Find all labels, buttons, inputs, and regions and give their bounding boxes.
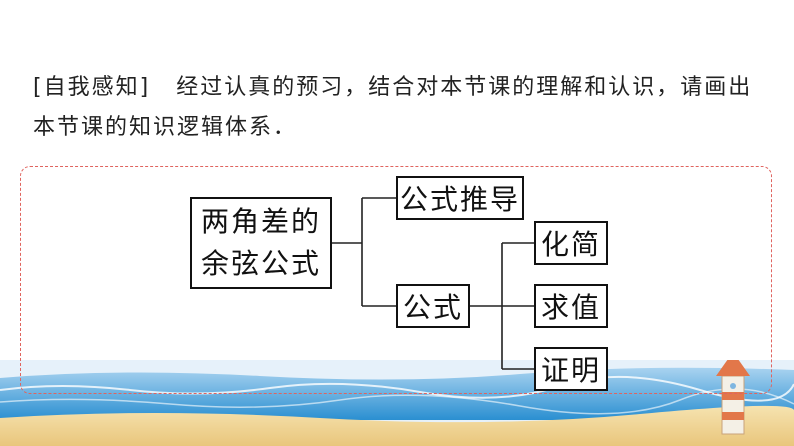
node-derivation: 公式推导 bbox=[396, 176, 524, 220]
root-line-2: 余弦公式 bbox=[200, 247, 321, 280]
diagram-frame bbox=[20, 166, 772, 394]
root-node: 两角差的 余弦公式 bbox=[190, 197, 332, 289]
node-formula: 公式 bbox=[396, 284, 470, 328]
intro-text: 经过认真的预习，结合对本节课的理解和认识，请画出本节课的知识逻辑体系． bbox=[33, 75, 753, 140]
root-line-1: 两角差的 bbox=[200, 205, 321, 238]
leaf-evaluate: 求值 bbox=[534, 284, 608, 328]
leaf-prove: 证明 bbox=[534, 347, 608, 391]
intro-tag-label: 自我感知 bbox=[43, 75, 140, 100]
leaf-simplify: 化简 bbox=[534, 221, 608, 265]
intro-paragraph: [自我感知]经过认真的预习，结合对本节课的理解和认识，请画出本节课的知识逻辑体系… bbox=[33, 68, 773, 148]
intro-tag: [自我感知] bbox=[33, 75, 151, 100]
lighthouse-icon bbox=[716, 360, 750, 435]
